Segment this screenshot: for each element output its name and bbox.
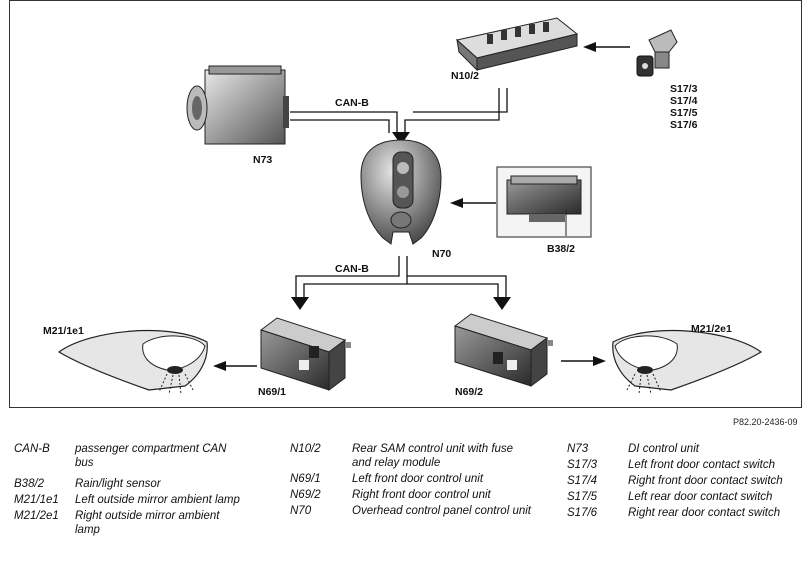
arrow-into-n70 — [392, 132, 410, 145]
arrow-head-b38 — [450, 198, 463, 208]
legend-code: N69/1 — [290, 473, 321, 485]
left-mirror-lamp — [57, 329, 208, 395]
legend-desc: Right outside mirror ambient lamp — [75, 510, 220, 536]
legend-code: S17/3 — [567, 459, 598, 471]
legend-desc: DI control unit — [628, 443, 699, 455]
legend-code: M21/2e1 — [14, 510, 59, 522]
legend-column-2: N10/2 Rear SAM control unit with fuse and… — [290, 442, 560, 520]
legend-code: M21/1e1 — [14, 494, 59, 506]
wiring-diagram: CAN-B CAN-B N10/2 N73 N70 B38/2 N69/1 N6… — [9, 0, 802, 408]
label-s17-5: S17/5 — [670, 107, 698, 119]
legend-item: B38/2 Rain/light sensor — [14, 477, 264, 491]
arrow-head-right-mirror — [593, 356, 606, 366]
can-b-bus-top — [290, 88, 508, 133]
label-n73: N73 — [253, 154, 272, 166]
legend-desc: Right front door control unit — [352, 489, 491, 501]
legend-desc: Overhead control panel control unit — [352, 505, 531, 517]
legend-item: S17/6 Right rear door contact switch — [567, 506, 807, 520]
legend-code: S17/4 — [567, 475, 598, 487]
legend-code: S17/5 — [567, 491, 598, 503]
label-b38-2: B38/2 — [547, 243, 575, 255]
door-contact-switch — [636, 29, 678, 77]
label-n69-2: N69/2 — [455, 386, 483, 398]
legend-item: N10/2 Rear SAM control unit with fuse and… — [290, 442, 560, 470]
legend-desc: Left front door control unit — [352, 473, 484, 485]
b38-2-module — [496, 166, 592, 238]
legend-desc: Left rear door contact switch — [628, 491, 773, 503]
legend-desc: Right rear door contact switch — [628, 507, 781, 519]
label-can-b-top: CAN-B — [335, 97, 369, 109]
label-n70: N70 — [432, 248, 451, 260]
legend-item: N69/2 Right front door control unit — [290, 488, 560, 502]
arrow-to-n69-1 — [291, 297, 309, 310]
legend-item: N69/1 Left front door control unit — [290, 472, 560, 486]
label-s17-4: S17/4 — [670, 95, 698, 107]
legend-item: M21/2e1 Right outside mirror ambient lamp — [14, 509, 264, 537]
legend-code: B38/2 — [14, 478, 45, 490]
legend-item: CAN-B passenger compartment CAN bus — [14, 442, 264, 470]
label-n69-1: N69/1 — [258, 386, 286, 398]
arrow-head-left-mirror — [213, 361, 226, 371]
legend-item: M21/1e1 Left outside mirror ambient lamp — [14, 493, 264, 507]
legend-code: S17/6 — [567, 507, 598, 519]
legend-column-3: N73 DI control unit S17/3 Left front door … — [567, 442, 807, 522]
label-s17-3: S17/3 — [670, 83, 698, 95]
label-m21-2e1: M21/2e1 — [691, 323, 732, 335]
legend-item: N73 DI control unit — [567, 442, 807, 456]
n70-module — [360, 139, 442, 245]
n73-module — [186, 65, 289, 145]
n10-2-module — [455, 17, 579, 72]
legend-desc: Left outside mirror ambient lamp — [75, 494, 240, 506]
legend-desc: Rain/light sensor — [75, 478, 161, 490]
legend-code: N73 — [567, 443, 589, 455]
legend-column-1: CAN-B passenger compartment CAN bus B38/2… — [14, 442, 264, 539]
legend-code: CAN-B — [14, 443, 50, 455]
legend-desc: Right front door contact switch — [628, 475, 783, 487]
legend-desc: passenger compartment CAN bus — [75, 443, 227, 469]
legend-item: N70 Overhead control panel control unit — [290, 504, 560, 518]
legend-item: S17/3 Left front door contact switch — [567, 458, 807, 472]
n69-2-module — [453, 313, 553, 387]
legend-desc: Left front door contact switch — [628, 459, 776, 471]
legend-code: N70 — [290, 505, 312, 517]
label-n10-2: N10/2 — [451, 70, 479, 82]
label-s17-6: S17/6 — [670, 119, 698, 131]
legend-item: S17/5 Left rear door contact switch — [567, 490, 807, 504]
n69-1-module — [259, 317, 351, 391]
arrow-head-switch — [583, 42, 596, 52]
right-mirror-lamp — [612, 329, 763, 395]
legend-desc: Rear SAM control unit with fuse and rela… — [352, 443, 514, 469]
reference-number: P82.20-2436-09 — [733, 417, 798, 427]
arrow-to-n69-2 — [493, 297, 511, 310]
legend-item: S17/4 Right front door contact switch — [567, 474, 807, 488]
label-m21-1e1: M21/1e1 — [43, 325, 84, 337]
can-b-bus-mid — [295, 256, 507, 298]
legend-code: N69/2 — [290, 489, 321, 501]
legend-code: N10/2 — [290, 443, 321, 455]
label-can-b-mid: CAN-B — [335, 263, 369, 275]
